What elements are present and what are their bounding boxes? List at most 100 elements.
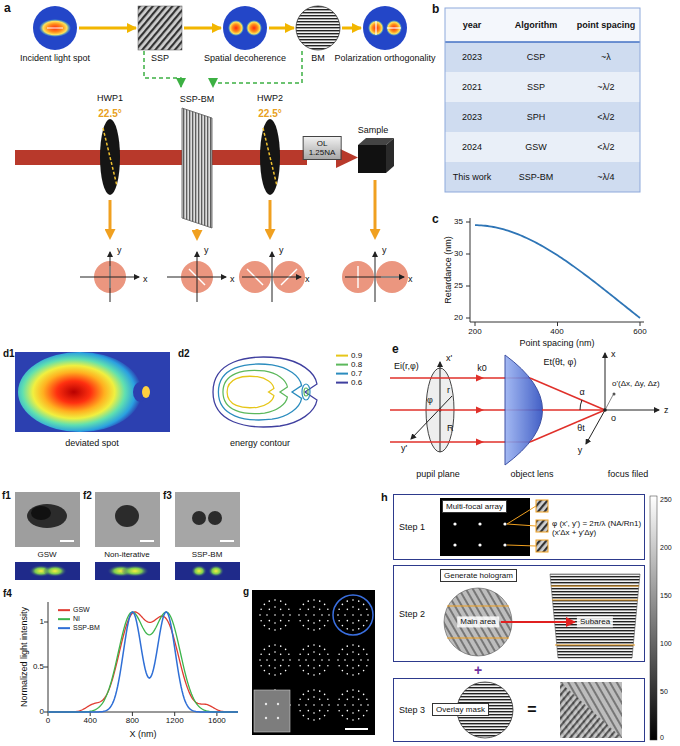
light-dot [307, 673, 309, 675]
light-dot [327, 620, 329, 622]
simulated-spots-part [43, 565, 67, 577]
panel-letter: e [392, 343, 399, 357]
figure-label: HWP1 [97, 93, 123, 103]
light-dot [288, 620, 290, 622]
light-dot [305, 659, 307, 661]
legend-swatch [58, 618, 70, 620]
focusing-geometry-part [476, 375, 484, 446]
node-text: Generate hologram [444, 571, 513, 580]
state-arrows [110, 180, 375, 232]
light-dot [346, 600, 348, 602]
node-text: 1.25NA [309, 148, 336, 157]
hologram-steps-part [536, 520, 548, 532]
light-dot [363, 715, 365, 717]
figure-label: 0.5 [33, 662, 44, 671]
light-dot [358, 600, 360, 602]
light-dot [269, 609, 271, 611]
figure-label: y [279, 245, 284, 255]
figure-label: energy contour [230, 438, 290, 448]
light-dot [308, 665, 310, 667]
focusing-geometry-part [505, 355, 543, 465]
figure-label: HWP2 [257, 93, 283, 103]
light-dot [344, 704, 346, 706]
intensity-plot-part [48, 602, 238, 712]
light-dot [363, 670, 365, 672]
light-dot [352, 659, 354, 661]
simulated-spots [15, 562, 240, 580]
light-dot [274, 667, 276, 669]
focusing-geometry-part [605, 353, 606, 410]
light-dot [358, 699, 360, 701]
optical-path-part [182, 108, 212, 228]
light-dot [313, 674, 315, 676]
multifocal-image-part [252, 590, 375, 735]
light-dot [298, 704, 300, 706]
light-dot [260, 608, 262, 610]
beam-profiles-part [387, 27, 401, 28]
sem-images-part [15, 492, 80, 547]
light-dot [363, 649, 365, 651]
beam-profiles-part [368, 20, 384, 36]
figure-label: deviated spot [65, 438, 119, 448]
light-dot [360, 614, 362, 616]
light-dot [299, 698, 301, 700]
light-dot [266, 614, 268, 616]
light-dot [352, 689, 354, 691]
figure-label: y' [401, 443, 407, 453]
figure-label: r [447, 385, 450, 395]
comparison-table-part [445, 162, 640, 192]
beam-profiles-part [296, 6, 340, 50]
figure-label: x [408, 274, 413, 284]
table-cell: 2024 [462, 142, 482, 152]
hologram-steps-part-part [507, 545, 536, 546]
light-dot [274, 622, 276, 624]
light-dot [321, 659, 323, 661]
light-dot [344, 614, 346, 616]
light-dot [352, 622, 354, 624]
light-dot [337, 704, 339, 706]
light-dot [324, 670, 326, 672]
focusing-geometry-part [603, 408, 607, 412]
light-dot [289, 614, 291, 616]
figure-label: 35 [454, 217, 463, 226]
light-dot [366, 710, 368, 712]
light-dot [303, 604, 305, 606]
focusing-geometry-part [530, 378, 605, 442]
light-dot [342, 625, 344, 627]
figure-label: Et(θt, φ) [544, 357, 577, 367]
panel-letter: b [432, 3, 439, 17]
beam-profiles-part [386, 20, 402, 36]
light-dot [319, 600, 321, 602]
multifocal-image-part [265, 703, 267, 705]
hologram-steps-part [453, 522, 506, 546]
light-dot [288, 608, 290, 610]
table-cell: ~λ/4 [597, 172, 614, 182]
node-text: Main area [460, 617, 496, 626]
arrow-connector [144, 51, 181, 87]
figure-label: 1600 [208, 716, 226, 725]
light-dot [303, 694, 305, 696]
polarization-lines [110, 266, 403, 288]
beam-profiles-part [363, 6, 407, 50]
hologram-steps-part-part [503, 522, 506, 525]
node-text: BM [311, 53, 325, 63]
light-dot [366, 608, 368, 610]
hologram-steps-part-part [555, 644, 635, 645]
light-dot [308, 609, 310, 611]
light-dot [366, 653, 368, 655]
light-dot [308, 654, 310, 656]
light-dot [280, 673, 282, 675]
figure-label: 22.5° [258, 108, 281, 120]
light-dot [342, 670, 344, 672]
sem-images-part [95, 492, 160, 547]
multifocal-image-part [277, 717, 279, 719]
arrow-connector [79, 27, 136, 30]
light-dot [268, 645, 270, 647]
energy-contours-part [227, 376, 274, 407]
hologram-steps-part [650, 496, 657, 740]
hologram-area: Main area [457, 616, 499, 627]
light-dot [363, 694, 365, 696]
table-cell: ~λ [601, 52, 611, 62]
light-dot [307, 718, 309, 720]
light-dot [285, 649, 287, 651]
